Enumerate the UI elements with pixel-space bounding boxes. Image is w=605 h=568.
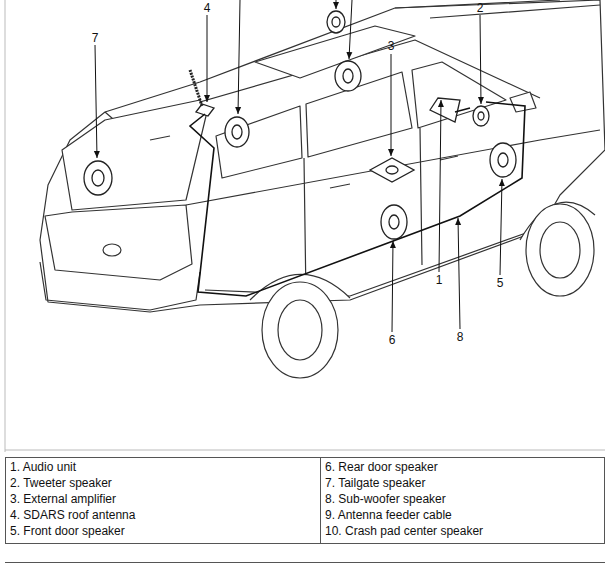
table-cell: 1. Audio unit [10,459,76,475]
audio-unit [430,98,460,122]
amplifier-fan [386,166,398,174]
table-cell: 3. External amplifier [10,491,116,507]
quarter-window [216,106,302,178]
leader-line [391,54,392,156]
tailgate [45,205,192,280]
rear-rim [278,300,322,360]
speaker [327,11,345,33]
speaker-cone [343,69,353,83]
table-cell: 9. Antenna feeder cable [325,507,452,523]
table-cell: 2. Tweeter speaker [10,475,112,491]
side-mirror [510,92,536,112]
leader-line [392,241,393,332]
rear-bumper [40,262,200,310]
leader-line [238,0,240,114]
car-body [40,0,605,312]
table-cell: 10. Crash pad center speaker [325,523,483,539]
logo [103,244,121,256]
antenna-mast [190,70,202,106]
front-door-speaker [490,143,516,177]
callout-number: 5 [497,277,504,290]
speaker-cone [498,153,508,167]
legend-table [6,458,605,544]
sill-line [205,228,540,296]
front-rim [540,222,580,278]
callout-number: 1 [436,274,443,287]
table-cell: 7. Tailgate speaker [325,475,426,491]
leader-line [480,15,481,104]
speaker-cone [92,170,104,186]
rear-wheel [262,282,338,378]
callout-number: 4 [204,2,211,15]
leader-line [95,45,97,158]
callout-number: 2 [477,2,484,15]
leader-line [349,0,352,59]
roof-rail [395,0,600,18]
table-cell: 8. Sub-woofer speaker [325,491,446,507]
speaker-cone [232,125,242,139]
leader-line [458,218,460,329]
tweeter-speaker [473,106,489,126]
rear-wiper [150,136,170,140]
speaker [335,61,361,91]
table-cell: 6. Rear door speaker [325,459,438,475]
door-seam [304,128,422,298]
callout-number: 7 [92,32,99,45]
door-handle [330,156,458,188]
leader-line [439,100,441,272]
feeder-cable [190,102,525,296]
rear-window [62,100,206,210]
table-divider [320,457,321,544]
callout-number: 6 [389,334,396,347]
speaker-cone [478,112,484,120]
leader-line [207,15,208,102]
table-cell: 5. Front door speaker [10,523,125,539]
table-cell: 4. SDARS roof antenna [10,507,135,523]
speaker-cone [332,17,340,27]
callout-number: 8 [457,331,464,344]
frame-line [5,562,605,563]
front-wheel [526,204,594,296]
leader-line [500,179,502,275]
external-amplifier [370,158,414,182]
tweeter-speaker [225,117,249,147]
callout-number: 3 [388,40,395,53]
front-door-window [412,62,506,128]
tailgate-speaker [84,161,112,195]
leader-line [336,0,337,9]
rear-door-speaker [381,205,407,239]
speaker-cone [389,215,399,229]
frame-line [5,0,6,452]
frame-line [5,450,605,451]
